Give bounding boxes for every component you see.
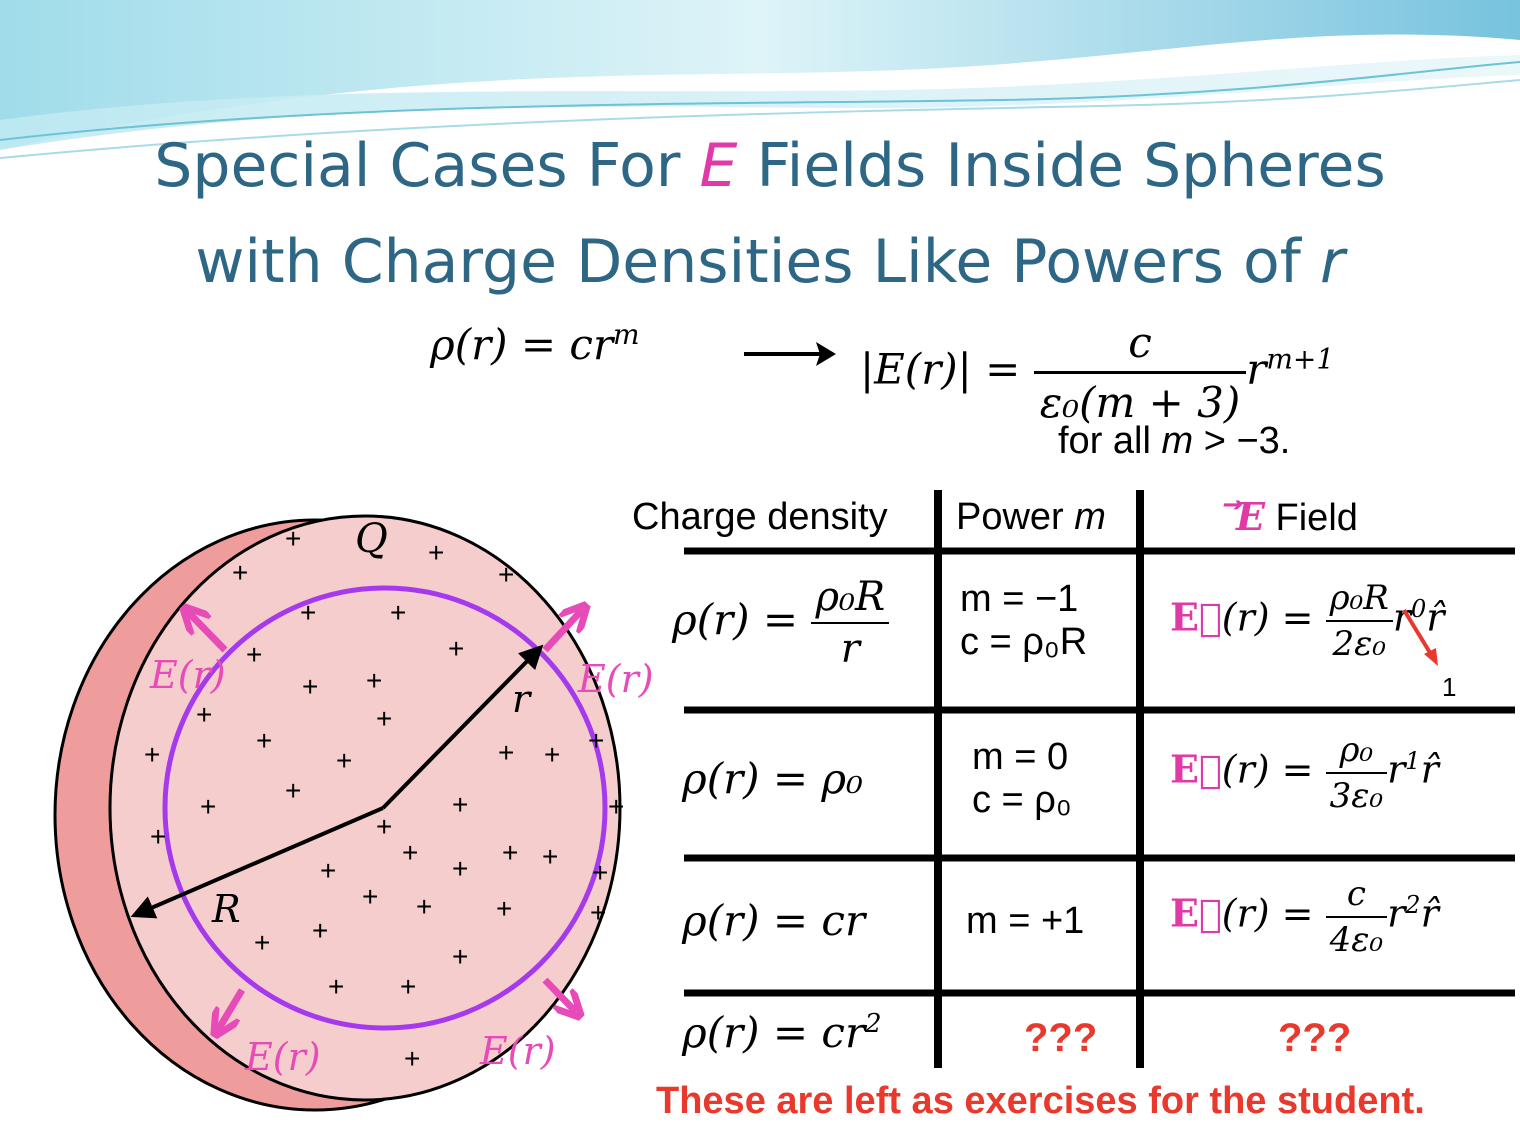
plus-charge-icon: + bbox=[196, 699, 212, 730]
header-waves bbox=[0, 0, 1520, 159]
plus-charge-icon: + bbox=[544, 739, 560, 770]
outer-radius-arrow bbox=[130, 806, 384, 919]
plus-charge-icon: + bbox=[452, 941, 468, 972]
plus-charge-icon: + bbox=[588, 725, 604, 756]
plus-charge-icon: + bbox=[285, 775, 301, 806]
field-label: E(r) bbox=[149, 653, 226, 697]
e-vector-symbol: E⃗ bbox=[1170, 890, 1222, 936]
plus-charge-icon: + bbox=[256, 725, 272, 756]
e-vector-symbol: E⃗ bbox=[1170, 594, 1222, 640]
title-line-2: with Charge Densities Like Powers of r bbox=[195, 227, 1345, 297]
plus-charge-icon: + bbox=[448, 633, 464, 664]
sphere-face bbox=[108, 514, 622, 1102]
plus-charge-icon: + bbox=[254, 927, 270, 958]
header-charge-density: Charge density bbox=[632, 496, 888, 538]
plus-charge-icon: + bbox=[300, 597, 316, 628]
plus-charge-icon: + bbox=[328, 971, 344, 1002]
table-row-4-field-unknown: ??? bbox=[1278, 1016, 1352, 1060]
field-arrow-icon bbox=[188, 612, 228, 653]
title-line-1: Special Cases For E Fields Inside Sphere… bbox=[154, 131, 1386, 201]
plus-charge-icon: + bbox=[246, 639, 262, 670]
exercise-note: These are left as exercises for the stud… bbox=[656, 1080, 1425, 1122]
table-grid bbox=[684, 490, 1515, 1068]
plus-charge-icon: + bbox=[452, 853, 468, 884]
plus-charge-icon: + bbox=[542, 841, 558, 872]
e-vector-symbol: E⃗ bbox=[1170, 746, 1222, 792]
plus-charge-icon: + bbox=[312, 915, 328, 946]
implies-arrow-icon bbox=[744, 342, 836, 366]
plus-charge-icon: + bbox=[502, 837, 518, 868]
plus-charge-icon: + bbox=[402, 837, 418, 868]
plus-charge-icon: + bbox=[390, 597, 406, 628]
inner-radius-arrow bbox=[381, 644, 544, 810]
plus-charge-icon: + bbox=[592, 857, 608, 888]
plus-charge-icon: + bbox=[285, 523, 301, 554]
gaussian-surface bbox=[162, 585, 608, 1031]
inner-radius-label: r bbox=[512, 677, 533, 721]
plus-charge-icon: + bbox=[376, 703, 392, 734]
field-label: E(r) bbox=[479, 1029, 556, 1073]
correction-note: 1 bbox=[1442, 672, 1457, 702]
header-e-field: ⃗E Field bbox=[1236, 494, 1358, 539]
plus-charge-icon: + bbox=[452, 789, 468, 820]
title-r-symbol: r bbox=[1319, 227, 1345, 297]
plus-charge-icon: + bbox=[200, 791, 216, 822]
plus-charge-icon: + bbox=[498, 559, 514, 590]
plus-charge-icon: + bbox=[498, 737, 514, 768]
plus-charge-icon: + bbox=[144, 739, 160, 770]
field-arrow-icon bbox=[542, 610, 582, 653]
plus-charge-icon: + bbox=[590, 897, 606, 928]
plus-charge-icon: + bbox=[320, 855, 336, 886]
table-row-1-power: m = −1 c = ρ₀R bbox=[960, 578, 1088, 663]
field-arrow-icon bbox=[542, 977, 576, 1012]
charge-density-table: Charge density Power m ⃗E Field ρ(r) = ρ… bbox=[610, 478, 1520, 1078]
plus-charge-icon: + bbox=[496, 893, 512, 924]
table-row-3-power: m = +1 bbox=[966, 900, 1085, 942]
plus-charge-icon: + bbox=[366, 665, 382, 696]
field-labels: E(r) E(r) E(r) E(r) bbox=[149, 653, 654, 1079]
plus-charge-icon: + bbox=[416, 891, 432, 922]
positive-charges: ++++++++++++++++++++++++++++++++++++++++ bbox=[144, 523, 624, 1074]
field-arrow-icon bbox=[218, 988, 246, 1030]
plus-charge-icon: + bbox=[608, 791, 624, 822]
table-row-3-density: ρ(r) = cr bbox=[682, 896, 866, 945]
field-arrows bbox=[188, 610, 582, 1030]
field-label: E(r) bbox=[577, 657, 654, 701]
plus-charge-icon: + bbox=[400, 971, 416, 1002]
plus-charge-icon: + bbox=[336, 745, 352, 776]
plus-charge-icon: + bbox=[404, 1043, 420, 1074]
charge-label: Q bbox=[355, 516, 388, 562]
table-row-2-density: ρ(r) = ρ₀ bbox=[682, 754, 863, 803]
plus-charge-icon: + bbox=[428, 537, 444, 568]
plus-charge-icon: + bbox=[150, 821, 166, 852]
outer-radius-label: R bbox=[211, 887, 241, 931]
plus-charge-icon: + bbox=[362, 881, 378, 912]
density-formula: ρ(r) = crm bbox=[430, 318, 640, 369]
charged-sphere-diagram: Q r R E(r) E(r) E(r) E(r) ++++++++++++++… bbox=[53, 514, 654, 1112]
validity-condition: for all m > −3. bbox=[1058, 420, 1291, 462]
table-row-4-density: ρ(r) = cr2 bbox=[682, 1008, 882, 1057]
table-row-4-power-unknown: ??? bbox=[1024, 1016, 1098, 1060]
field-label: E(r) bbox=[244, 1035, 321, 1079]
header-power: Power m bbox=[956, 496, 1106, 538]
plus-charge-icon: + bbox=[302, 671, 318, 702]
table-row-2-power: m = 0 c = ρ₀ bbox=[972, 736, 1072, 821]
plus-charge-icon: + bbox=[376, 811, 392, 842]
e-vector-symbol: ⃗E bbox=[1236, 494, 1265, 539]
plus-charge-icon: + bbox=[232, 557, 248, 588]
title-e-symbol: E bbox=[699, 131, 738, 201]
red-correction-arrow-icon bbox=[1402, 608, 1438, 666]
slide-title: Special Cases For E Fields Inside Sphere… bbox=[60, 118, 1480, 310]
